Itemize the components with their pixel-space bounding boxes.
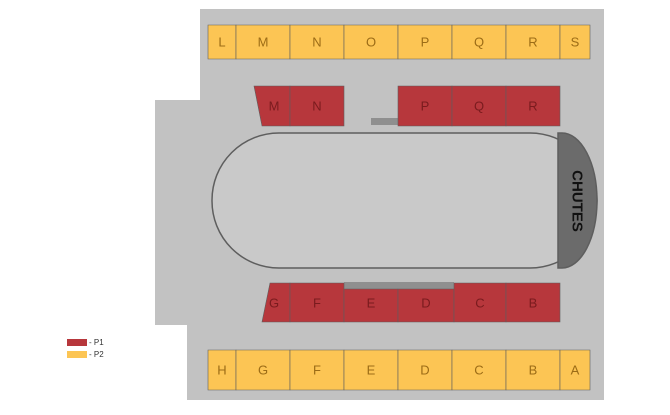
section-lower-B[interactable]: B bbox=[505, 349, 561, 391]
section-shape bbox=[235, 24, 291, 60]
section-upper-O[interactable]: O bbox=[343, 24, 399, 60]
section-shape bbox=[343, 24, 399, 60]
section-lower-E[interactable]: E bbox=[343, 349, 399, 391]
section-upper-inner-R[interactable]: R bbox=[505, 85, 561, 127]
section-shape bbox=[289, 85, 345, 127]
section-shape bbox=[559, 349, 591, 391]
legend: - P1 - P2 bbox=[67, 338, 104, 359]
section-lower-inner-F[interactable]: F bbox=[289, 282, 345, 323]
section-upper-inner-N[interactable]: N bbox=[289, 85, 345, 127]
section-shape bbox=[343, 349, 399, 391]
section-shape bbox=[451, 85, 507, 127]
legend-label-p2: - P2 bbox=[89, 350, 104, 359]
section-shape bbox=[505, 24, 561, 60]
section-shape bbox=[397, 349, 453, 391]
section-upper-R[interactable]: R bbox=[505, 24, 561, 60]
section-lower-C[interactable]: C bbox=[451, 349, 507, 391]
divider-bar-lower-inner bbox=[344, 282, 454, 289]
section-shape bbox=[559, 24, 591, 60]
section-lower-inner-C[interactable]: C bbox=[453, 282, 507, 323]
section-shape bbox=[289, 349, 345, 391]
section-shape bbox=[505, 85, 561, 127]
section-shape bbox=[453, 282, 507, 323]
arena-floor bbox=[211, 132, 598, 269]
section-shape bbox=[343, 288, 399, 323]
legend-swatch-p1 bbox=[67, 339, 87, 346]
section-lower-D[interactable]: D bbox=[397, 349, 453, 391]
section-shape bbox=[207, 349, 237, 391]
section-upper-P[interactable]: P bbox=[397, 24, 453, 60]
section-upper-inner-P[interactable]: P bbox=[397, 85, 453, 127]
section-upper-S[interactable]: S bbox=[559, 24, 591, 60]
section-lower-G[interactable]: G bbox=[235, 349, 291, 391]
section-shape bbox=[397, 288, 455, 323]
section-shape bbox=[397, 85, 453, 127]
section-upper-M[interactable]: M bbox=[235, 24, 291, 60]
legend-label-p1: - P1 bbox=[89, 338, 104, 347]
section-lower-A[interactable]: A bbox=[559, 349, 591, 391]
section-lower-inner-E[interactable]: E bbox=[343, 288, 399, 323]
section-upper-N[interactable]: N bbox=[289, 24, 345, 60]
section-lower-inner-B[interactable]: B bbox=[505, 282, 561, 323]
section-shape bbox=[289, 24, 345, 60]
section-upper-Q[interactable]: Q bbox=[451, 24, 507, 60]
section-shape bbox=[505, 349, 561, 391]
section-lower-F[interactable]: F bbox=[289, 349, 345, 391]
section-lower-inner-D[interactable]: D bbox=[397, 288, 455, 323]
chutes-area bbox=[557, 132, 598, 269]
section-shape bbox=[451, 349, 507, 391]
section-shape bbox=[397, 24, 453, 60]
section-shape bbox=[505, 282, 561, 323]
section-lower-H[interactable]: H bbox=[207, 349, 237, 391]
section-shape bbox=[207, 24, 237, 60]
section-upper-L[interactable]: L bbox=[207, 24, 237, 60]
section-shape bbox=[289, 282, 345, 323]
legend-swatch-p2 bbox=[67, 351, 87, 358]
section-shape bbox=[235, 349, 291, 391]
section-upper-inner-Q[interactable]: Q bbox=[451, 85, 507, 127]
section-shape bbox=[451, 24, 507, 60]
chutes-label: CHUTES bbox=[569, 170, 586, 232]
